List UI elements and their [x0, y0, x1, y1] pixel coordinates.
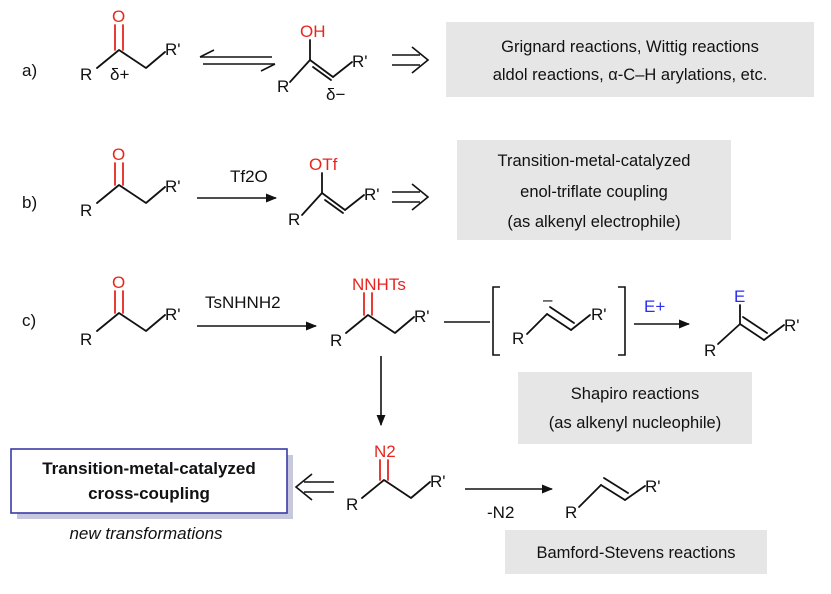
implies-arrow-left	[294, 473, 334, 501]
reagent-tosylhydrazide: TsNHNH2	[205, 293, 281, 312]
ketone-r-b: R	[80, 201, 92, 220]
vinyl-anion-rprime: R'	[591, 305, 607, 324]
trapped-alkene-r: R	[704, 341, 716, 360]
enol-triflate-rprime: R'	[364, 185, 380, 204]
implies-arrow-a	[392, 46, 430, 74]
diazo-rprime: R'	[430, 472, 446, 491]
ketone-r-a: R	[80, 65, 92, 84]
tm-crosscoupling-line1: Transition-metal-catalyzed	[42, 459, 256, 478]
tosylhydrazone-structure: NNHTs R R'	[330, 275, 430, 350]
electrophile-label: E+	[644, 297, 665, 316]
alkene-product-r: R	[565, 503, 577, 522]
reagent-tf2o: Tf2O	[230, 167, 268, 186]
diazo-r: R	[346, 495, 358, 514]
panel-b: b) O R R' Tf2O OTf R R' Transition	[22, 140, 731, 240]
alkene-product-rprime: R'	[645, 477, 661, 496]
panel-a-label: a)	[22, 61, 37, 80]
diazo-group: N2	[374, 442, 396, 461]
trapped-electrophile: E	[734, 287, 745, 306]
applications-text-a-line2: aldol reactions, α-C–H arylations, etc.	[493, 66, 768, 84]
applications-box-b	[457, 140, 731, 240]
ketone-rprime-a: R'	[165, 40, 181, 59]
tm-crosscoupling-line2: cross-coupling	[88, 484, 210, 503]
panel-c-label: c)	[22, 311, 36, 330]
alkene-product-structure: R R'	[565, 477, 661, 522]
enol-triflate-r: R	[288, 210, 300, 229]
ketone-oxygen-c: O	[112, 273, 125, 292]
anion-charge: –	[543, 290, 553, 309]
enol-triflate-structure: OTf R R'	[288, 155, 380, 229]
new-transformations-label: new transformations	[69, 524, 223, 543]
ketone-rprime-b: R'	[165, 177, 181, 196]
enol-structure-a: OH R R' δ−	[277, 22, 368, 104]
ketone-oxygen-b: O	[112, 145, 125, 164]
tosylhydrazone-rprime: R'	[414, 307, 430, 326]
ketone-structure-a: O R R' δ+	[80, 7, 181, 84]
trapped-alkene-rprime: R'	[784, 316, 800, 335]
applications-text-b-line1: Transition-metal-catalyzed	[498, 152, 691, 170]
ketone-structure-b: O R R'	[80, 145, 181, 220]
bamford-stevens-text: Bamford-Stevens reactions	[536, 544, 735, 562]
panel-b-label: b)	[22, 193, 37, 212]
enol-hydroxyl: OH	[300, 22, 326, 41]
panel-c: c) O R R' TsNHNH2 NNHTs R R'	[10, 273, 800, 574]
applications-text-b-line2: enol-triflate coupling	[520, 183, 668, 201]
trapped-alkene-structure: E R R'	[704, 287, 800, 360]
equilibrium-arrow	[199, 49, 276, 72]
delta-minus-label: δ−	[326, 85, 345, 104]
applications-text-b-line3: (as alkenyl electrophile)	[507, 213, 680, 231]
panel-a: a) O R R' δ+ OH R R' δ−	[22, 7, 814, 104]
bamford-stevens-box	[505, 530, 767, 574]
applications-text-a-line1: Grignard reactions, Wittig reactions	[501, 38, 759, 56]
enol-r-a: R	[277, 77, 289, 96]
ketone-oxygen-a: O	[112, 7, 125, 26]
shapiro-box	[518, 372, 752, 444]
shapiro-text-line1: Shapiro reactions	[571, 385, 699, 403]
ketone-r-c: R	[80, 330, 92, 349]
applications-box-a	[446, 22, 814, 97]
ketone-structure-c: O R R'	[80, 273, 181, 349]
diazo-structure: N2 R R'	[346, 442, 446, 514]
implies-arrow-b	[392, 183, 430, 211]
vinyl-anion-bracket: – R R'	[492, 286, 626, 356]
delta-plus-label: δ+	[110, 65, 129, 84]
ketone-rprime-c: R'	[165, 305, 181, 324]
tosylhydrazone-group: NNHTs	[352, 275, 406, 294]
shapiro-text-line2: (as alkenyl nucleophile)	[549, 414, 721, 432]
enol-rprime-a: R'	[352, 52, 368, 71]
tosylhydrazone-r: R	[330, 331, 342, 350]
tm-crosscoupling-box	[10, 448, 288, 514]
triflate-group: OTf	[309, 155, 338, 174]
vinyl-anion-r: R	[512, 329, 524, 348]
loss-of-n2-label: -N2	[487, 503, 514, 522]
